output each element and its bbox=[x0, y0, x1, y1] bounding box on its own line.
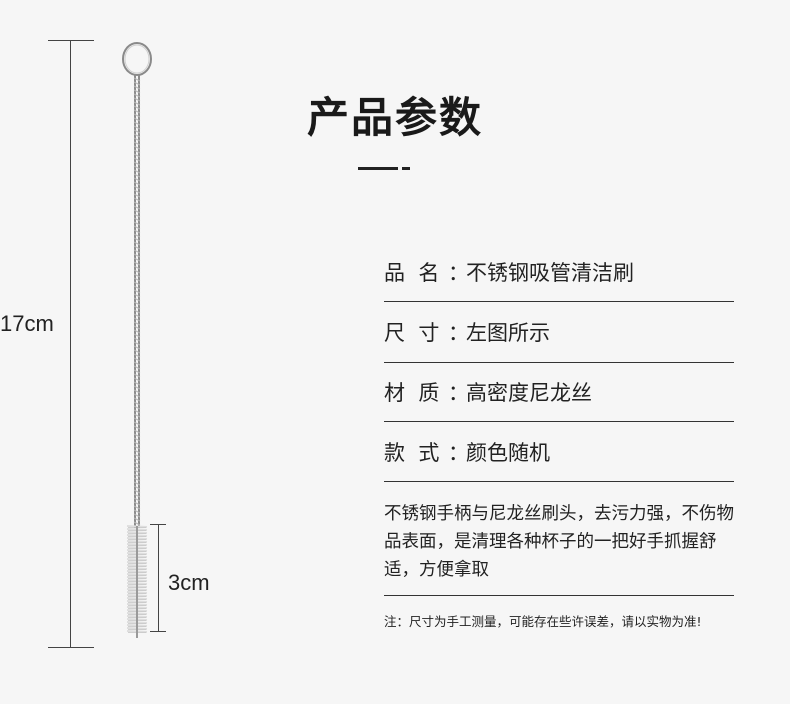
spec-value: 高密度尼龙丝 bbox=[466, 381, 592, 405]
spec-row-material: 材 质 ：高密度尼龙丝 bbox=[384, 362, 734, 422]
spec-divider bbox=[384, 362, 734, 363]
spec-colon: ： bbox=[448, 261, 469, 285]
spec-colon: ： bbox=[448, 441, 469, 465]
desc-divider bbox=[384, 595, 734, 596]
product-description: 不锈钢手柄与尼龙丝刷头，去污力强，不伤物品表面，是清理各种杯子的一把好手抓握舒适… bbox=[384, 504, 734, 580]
spec-value: 左图所示 bbox=[466, 321, 550, 345]
spec-label: 款 式 bbox=[384, 441, 440, 465]
straw-brush-image bbox=[122, 42, 152, 638]
title-underline bbox=[358, 167, 398, 170]
spec-row-style: 款 式 ：颜色随机 bbox=[384, 422, 734, 482]
brush-dim-line bbox=[158, 524, 159, 631]
spec-row-name: 品 名 ：不锈钢吸管清洁刷 bbox=[384, 242, 734, 302]
spec-divider bbox=[384, 421, 734, 422]
spec-divider bbox=[384, 301, 734, 302]
spec-value: 不锈钢吸管清洁刷 bbox=[466, 261, 634, 285]
spec-colon: ： bbox=[448, 381, 469, 405]
spec-value: 颜色随机 bbox=[466, 441, 550, 465]
spec-label: 品 名 bbox=[384, 261, 440, 285]
dim-bottom-tick bbox=[48, 647, 94, 648]
page-title: 产品参数 bbox=[306, 93, 483, 142]
brush-length-label: 3cm bbox=[168, 570, 210, 595]
spec-label: 材 质 bbox=[384, 381, 440, 405]
brush-dim-bottom-tick bbox=[150, 631, 166, 632]
title-underline-dot bbox=[402, 167, 410, 170]
spec-colon: ： bbox=[448, 321, 469, 345]
spec-row-size: 尺 寸 ：左图所示 bbox=[384, 302, 734, 362]
spec-label: 尺 寸 bbox=[384, 321, 440, 345]
dim-top-tick bbox=[48, 40, 94, 41]
measurement-note: 注：尺寸为手工测量，可能存在些许误差，请以实物为准! bbox=[384, 614, 702, 629]
spec-divider bbox=[384, 481, 734, 482]
total-length-label: 17cm bbox=[0, 311, 54, 336]
dim-total-line bbox=[70, 40, 71, 647]
